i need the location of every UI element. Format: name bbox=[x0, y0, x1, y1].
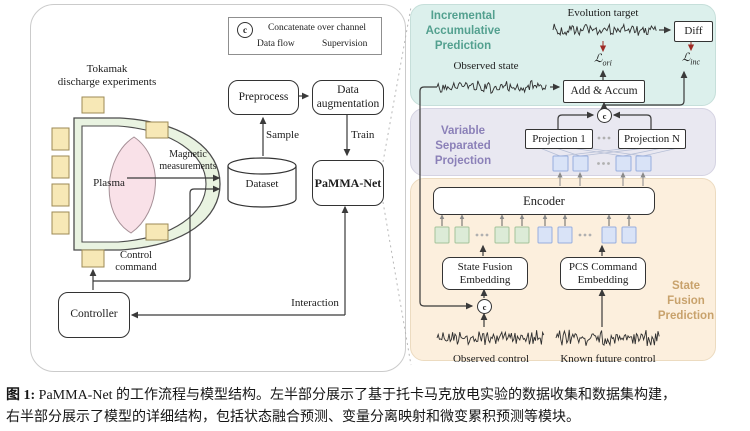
ellipsis-dots bbox=[475, 136, 611, 237]
legend-dataflow-label: Data flow bbox=[257, 39, 295, 49]
legend-concat-label: Concatenate over channel bbox=[267, 23, 367, 33]
command-tokens-blue bbox=[537, 226, 637, 244]
add-accum-box: Add & Accum bbox=[563, 80, 645, 103]
loss-ori-label: ℒori bbox=[594, 53, 612, 68]
token-input-arrows bbox=[439, 214, 632, 226]
zoom-connector-dashed-lines bbox=[382, 6, 412, 366]
observed-control-label: Observed control bbox=[452, 353, 530, 365]
plasma-label: Plasma bbox=[93, 177, 125, 189]
figure-caption: 图 1: PaMMA-Net 的工作流程与模型结构。左半部分展示了基于托卡马克放… bbox=[6, 388, 677, 425]
observed-control-waveform bbox=[436, 330, 545, 346]
caption-figure-number: 图 1: bbox=[6, 388, 36, 403]
dataset-label: Dataset bbox=[245, 178, 279, 190]
control-command-coil bbox=[81, 249, 105, 268]
observed-state-feed-line bbox=[419, 86, 474, 310]
projection-fan-lines bbox=[539, 147, 679, 157]
pamma-net-box: PaMMA-Net bbox=[312, 160, 384, 206]
evolution-target-label: Evolution target bbox=[567, 7, 639, 19]
evolution-target-waveform bbox=[552, 22, 657, 37]
state-tokens-green bbox=[434, 226, 530, 244]
encoder-output-arrows bbox=[557, 172, 646, 186]
variable-tokens bbox=[552, 155, 652, 172]
observed-state-waveform bbox=[436, 79, 547, 94]
interaction-label: Interaction bbox=[291, 297, 339, 309]
preprocess-box: Preprocess bbox=[228, 80, 299, 115]
controller-box: Controller bbox=[58, 292, 130, 338]
data-flow-arrows bbox=[89, 26, 688, 327]
sample-label: Sample bbox=[266, 129, 299, 141]
magnetic-coils bbox=[51, 96, 169, 268]
concat-node-projection: c bbox=[597, 108, 612, 123]
known-future-control-label: Known future control bbox=[560, 353, 656, 365]
projection-n-box: Projection N bbox=[618, 129, 686, 149]
diff-box: Diff bbox=[674, 21, 713, 42]
encoder-box: Encoder bbox=[433, 187, 655, 215]
loss-inc-label: ℒinc bbox=[681, 52, 701, 67]
legend-box: c Concatenate over channel bbox=[228, 17, 382, 55]
dataset-cylinder bbox=[227, 157, 297, 208]
train-label: Train bbox=[351, 129, 375, 141]
tokamak-diagram bbox=[51, 96, 221, 268]
projection-1-box: Projection 1 bbox=[525, 129, 593, 149]
concat-legend-icon: c bbox=[237, 22, 253, 38]
known-future-control-waveform bbox=[555, 329, 660, 347]
concat-node-control: c bbox=[477, 299, 492, 314]
legend-supervision-label: Supervision bbox=[322, 39, 368, 49]
observed-state-label: Observed state bbox=[453, 60, 519, 72]
plasma-shape bbox=[108, 136, 156, 234]
